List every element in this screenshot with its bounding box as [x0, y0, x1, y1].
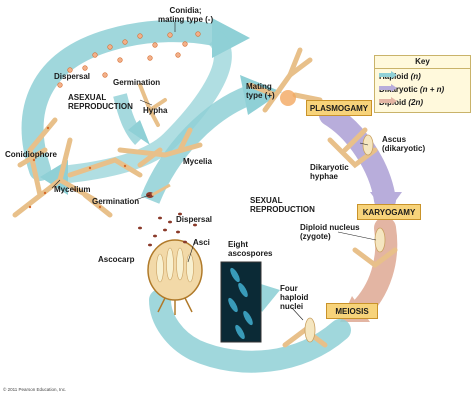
- label-dispersal-top: Dispersal: [54, 72, 90, 81]
- label-ascus-dikaryotic: Ascus (dikaryotic): [382, 135, 425, 153]
- key-haploid-symbol: (n): [411, 72, 421, 81]
- label-eight-ascospores: Eight ascospores: [228, 240, 272, 258]
- key-row-diploid: Diploid (2n): [379, 97, 423, 107]
- haploid-arrow-icon: [379, 71, 397, 79]
- label-asci: Asci: [193, 238, 210, 247]
- label-mating-type: Mating type (+): [246, 82, 275, 100]
- label-sexual-reproduction: SEXUAL REPRODUCTION: [250, 196, 315, 214]
- label-dispersal-low: Dispersal: [176, 215, 212, 224]
- key-dikaryotic-symbol: (n + n): [420, 85, 444, 94]
- label-germination-low: Germination: [92, 197, 139, 206]
- key-row-haploid: Haploid (n): [379, 71, 421, 81]
- label-four-haploid-nuclei: Four haploid nuclei: [280, 284, 308, 311]
- hypha-germination: [140, 85, 165, 125]
- ascocarp: [148, 240, 202, 300]
- label-conidiophore: Conidiophore: [5, 150, 57, 159]
- key-legend: Key Haploid (n) Dikaryotic (n + n) Diplo…: [374, 55, 471, 113]
- label-mycelia: Mycelia: [183, 157, 212, 166]
- label-dikaryotic-hyphae: Dikaryotic hyphae: [310, 163, 349, 181]
- dikaryotic-arrow-icon: [379, 84, 397, 92]
- meiosis-box: MEIOSIS: [326, 303, 378, 319]
- label-diploid-nucleus: Diploid nucleus (zygote): [300, 223, 360, 241]
- zygote-cell: [375, 228, 385, 252]
- karyogamy-box: KARYOGAMY: [357, 204, 421, 220]
- four-nuclei-cell: [305, 318, 315, 342]
- mating-hyphae-knot: [280, 90, 296, 106]
- label-ascocarp: Ascocarp: [98, 255, 134, 264]
- label-hypha: Hypha: [143, 106, 167, 115]
- key-row-dikaryotic: Dikaryotic (n + n): [379, 84, 444, 94]
- diploid-arrow-icon: [379, 97, 397, 105]
- plasmogamy-box: PLASMOGAMY: [306, 100, 372, 116]
- dikaryotic-arrow: [330, 115, 385, 200]
- label-germination-top: Germination: [113, 78, 160, 87]
- key-diploid-symbol: (2n): [408, 98, 423, 107]
- key-title: Key: [375, 56, 470, 69]
- label-asexual-reproduction: ASEXUAL REPRODUCTION: [68, 93, 133, 111]
- label-conidia: Conidia; mating type (-): [158, 6, 213, 24]
- copyright-notice: © 2011 Pearson Education, Inc.: [3, 387, 66, 392]
- label-mycelium: Mycelium: [54, 185, 90, 194]
